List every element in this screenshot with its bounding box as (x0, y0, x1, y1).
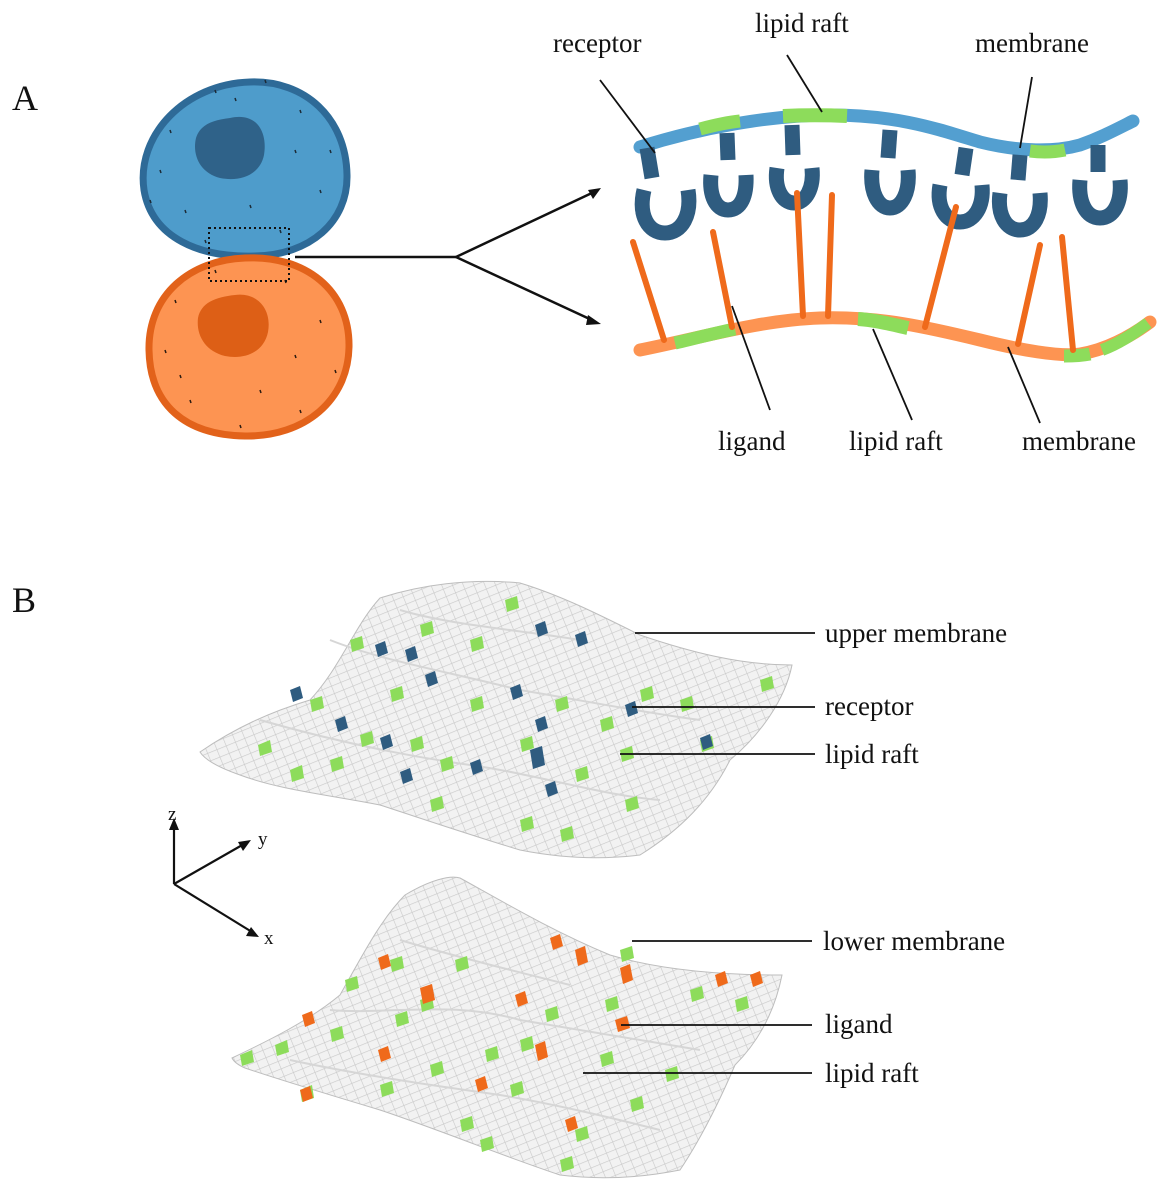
panel-b-letter: B (12, 580, 36, 620)
lipid-raft-lower-a (673, 322, 737, 350)
lipid-raft-lower-c (1063, 347, 1092, 363)
lower-membrane-strip (633, 311, 1157, 363)
orange-cell (145, 254, 353, 440)
axis-y-label: y (258, 829, 268, 850)
arrowhead-lower (586, 315, 601, 325)
axes-indicator (172, 826, 253, 933)
axis-x-label: x (264, 928, 274, 949)
receptor-7 (1072, 145, 1128, 226)
arrowhead-upper (588, 188, 601, 199)
label-ligand-a: ligand (718, 426, 786, 456)
lipid-raft-upper-b (782, 108, 848, 123)
label-receptor-b: receptor (825, 691, 913, 721)
axis-z-label: z (168, 804, 176, 825)
receptor-5 (931, 146, 990, 230)
panel-a-letter: A (12, 78, 38, 118)
receptor-1 (634, 146, 697, 241)
label-upper-membrane: upper membrane (825, 618, 1007, 648)
lipid-raft-upper-a (698, 114, 741, 136)
axis-z-arrow (169, 818, 179, 830)
blue-nucleus (195, 116, 265, 180)
lower-ridges (289, 939, 701, 1131)
panel-b: B (12, 580, 1007, 1179)
lower-rafts (240, 946, 749, 1172)
label-receptor-a: receptor (553, 28, 641, 58)
upper-receptors (290, 621, 713, 797)
upper-membrane-surface (199, 580, 793, 859)
label-ligand-b: ligand (825, 1009, 893, 1039)
panel-b-leaders (583, 632, 815, 1074)
blue-cell (139, 78, 351, 260)
panel-a: A (12, 8, 1157, 456)
lower-mesh (231, 876, 783, 1179)
label-lipid-raft-upper-b: lipid raft (825, 739, 919, 769)
receptor-6 (991, 154, 1048, 238)
axis-x-arrow (246, 927, 259, 937)
lower-ligands (300, 934, 763, 1132)
ligands (630, 190, 1076, 353)
receptor-3 (768, 124, 820, 211)
contact-zone-box (208, 227, 290, 282)
receptor-2 (703, 132, 754, 218)
lipid-raft-upper-c (1029, 143, 1067, 159)
label-membrane-bottom-a: membrane (1022, 426, 1136, 456)
lower-membrane-surface (231, 876, 783, 1179)
lipid-raft-lower-d (1099, 318, 1152, 356)
zoom-arrows (295, 190, 595, 323)
axis-y-arrow (238, 840, 251, 851)
blue-cell-speckles (149, 79, 332, 244)
orange-nucleus (197, 294, 269, 357)
label-lipid-raft-top-a: lipid raft (755, 8, 849, 38)
receptor-4 (864, 129, 916, 216)
upper-rafts (258, 596, 774, 842)
receptors (634, 124, 1128, 241)
upper-membrane-strip (633, 108, 1140, 159)
panel-a-leaders (599, 54, 1041, 424)
upper-mesh (199, 580, 793, 859)
label-lipid-raft-lower-b: lipid raft (825, 1058, 919, 1088)
label-lipid-raft-bottom-a: lipid raft (849, 426, 943, 456)
lipid-raft-lower-b (857, 312, 910, 335)
label-membrane-top-a: membrane (975, 28, 1089, 58)
label-lower-membrane: lower membrane (823, 926, 1005, 956)
